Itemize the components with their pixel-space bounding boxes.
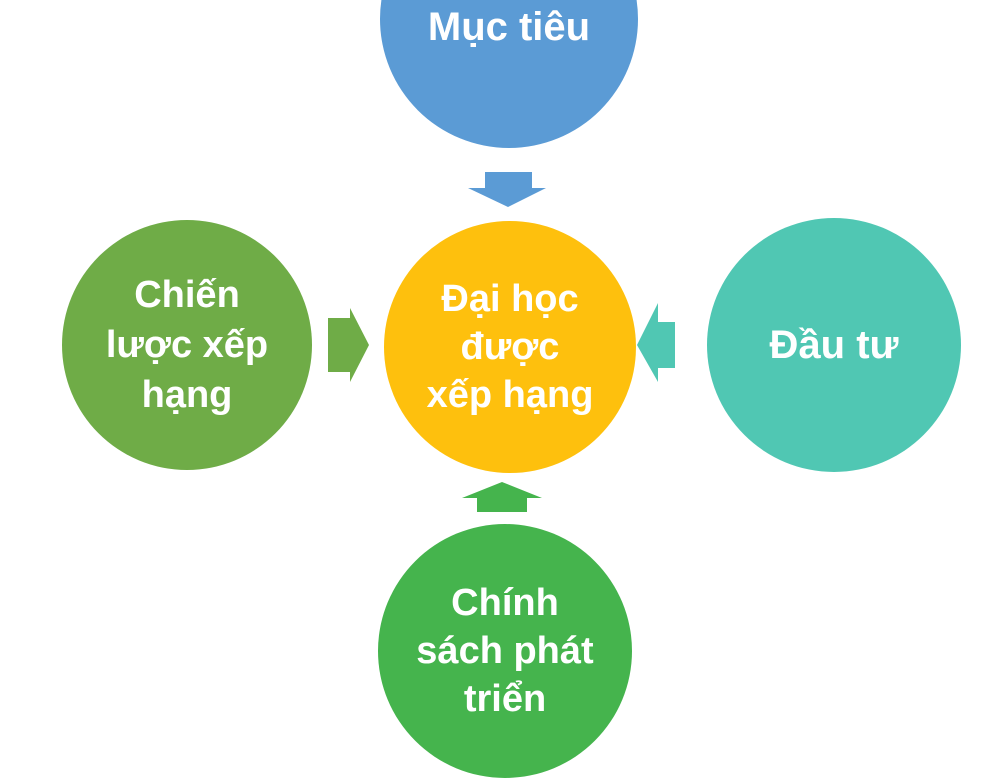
down-arrow-icon xyxy=(468,172,546,207)
diagram-canvas: Mục tiêu Chiến lược xếp hạng Đầu tư Chín… xyxy=(62,0,961,778)
node-dai-hoc-duoc-xep-hang-label: Đại học được xếp hạng xyxy=(384,275,636,419)
label-line: lược xếp xyxy=(105,324,269,366)
node-chinh-sach-phat-trien-label: Chính sách phát triển xyxy=(378,579,632,723)
label-line: xếp hạng xyxy=(426,374,594,416)
up-arrow-icon xyxy=(462,482,542,512)
node-dai-hoc-duoc-xep-hang-circle: Đại học được xếp hạng xyxy=(384,221,636,473)
right-arrow-icon xyxy=(328,308,369,382)
label-line: được xyxy=(460,326,560,368)
label-line: hạng xyxy=(141,374,233,416)
node-dau-tu-label: Đầu tư xyxy=(707,323,961,368)
label-line: sách phát xyxy=(416,630,594,672)
node-chien-luoc-xep-hang-circle: Chiến lược xếp hạng xyxy=(62,220,312,470)
label-line: Chiến xyxy=(134,274,240,316)
node-chien-luoc-xep-hang-label: Chiến lược xếp hạng xyxy=(62,270,312,420)
label-line: triển xyxy=(463,678,547,720)
label-line: Đầu tư xyxy=(769,322,899,367)
left-arrow-icon xyxy=(637,303,675,382)
node-dau-tu-circle: Đầu tư xyxy=(707,218,961,472)
label-line: Mục tiêu xyxy=(427,4,591,49)
label-line: Đại học xyxy=(441,278,579,320)
node-muc-tieu-label: Mục tiêu xyxy=(380,0,638,50)
node-muc-tieu-circle: Mục tiêu xyxy=(380,0,638,148)
label-line: Chính xyxy=(451,582,559,624)
node-chinh-sach-phat-trien-circle: Chính sách phát triển xyxy=(378,524,632,778)
